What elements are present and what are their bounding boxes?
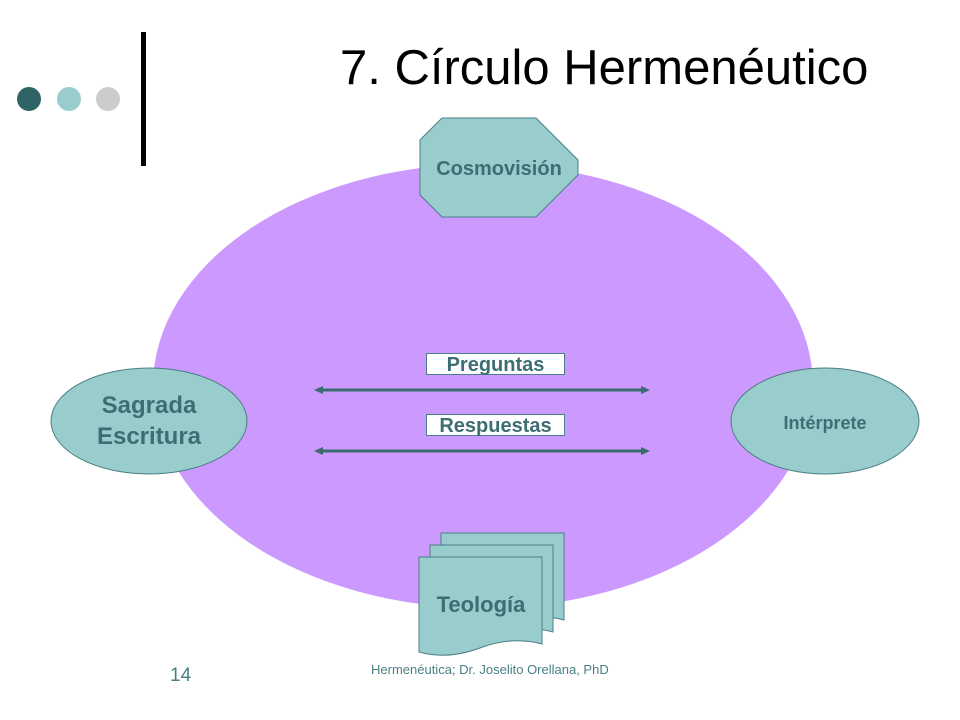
preguntas-label: Preguntas <box>426 353 565 376</box>
footer-text: Hermenéutica; Dr. Joselito Orellana, PhD <box>371 662 609 677</box>
teologia-node: Teología <box>418 532 565 656</box>
sagrada-escritura-label-line2: Escritura <box>97 423 202 450</box>
slide-title: 7. Círculo Hermenéutico <box>340 41 869 95</box>
page-number: 14 <box>170 665 192 686</box>
sagrada-escritura-node: Sagrada Escritura <box>50 367 248 475</box>
decor-dot-teal <box>57 87 81 111</box>
respuestas-label: Respuestas <box>426 414 565 437</box>
decor-dot-dark <box>17 87 41 111</box>
interprete-node: Intérprete <box>730 367 920 475</box>
teologia-label: Teología <box>437 592 527 617</box>
interprete-label: Intérprete <box>783 413 866 433</box>
decor-dot-gray <box>96 87 120 111</box>
title-divider-bar <box>141 32 146 166</box>
cosmovision-node: Cosmovisión <box>419 117 579 218</box>
cosmovision-label: Cosmovisión <box>436 158 562 180</box>
sagrada-escritura-label-line1: Sagrada <box>102 392 197 419</box>
